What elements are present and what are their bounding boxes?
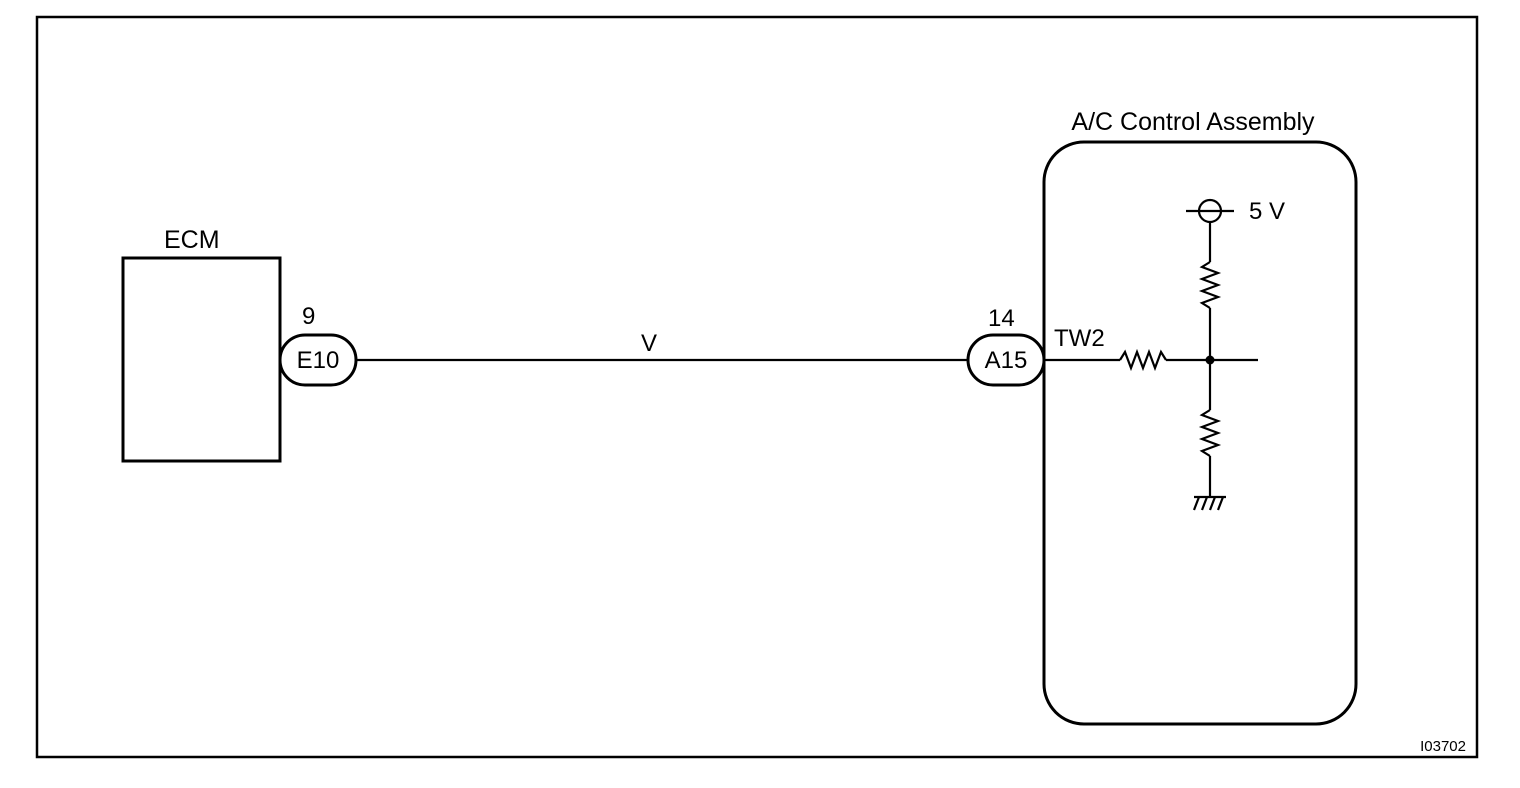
ac-control-box xyxy=(1042,140,1358,726)
ground-icon xyxy=(1192,495,1226,511)
horizontal-resistor xyxy=(1119,348,1167,372)
figure-code: I03702 xyxy=(1420,738,1466,755)
lower-resistor xyxy=(1198,409,1222,457)
ecm-connector-label: E10 xyxy=(297,347,340,374)
ac-connector-label: A15 xyxy=(985,347,1028,374)
ac-control-label: A/C Control Assembly xyxy=(1071,108,1315,136)
upper-resistor xyxy=(1198,261,1222,309)
ecm-pin-number: 9 xyxy=(302,303,315,330)
terminal-name-label: TW2 xyxy=(1054,325,1105,352)
ac-pin-number: 14 xyxy=(988,305,1015,332)
wire-color-label: V xyxy=(641,330,657,357)
diagram-frame xyxy=(35,15,1479,759)
ecm-box xyxy=(121,256,282,463)
ecm-label: ECM xyxy=(164,226,220,254)
supply-voltage-label: 5 V xyxy=(1249,198,1285,225)
